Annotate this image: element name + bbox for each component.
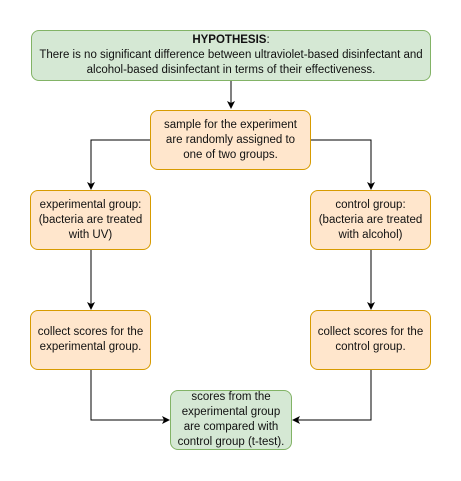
collect-experimental-text: collect scores for the experimental grou…: [37, 326, 144, 353]
edge-collect-control-to-compare: [292, 370, 372, 424]
control-group-node: control group: (bacteria are treated wit…: [310, 190, 431, 250]
hypothesis-node: HYPOTHESIS: There is no significant diff…: [31, 30, 431, 81]
sample-text: sample for the experiment are randomly a…: [164, 118, 297, 161]
edge-sample-to-control: [311, 139, 375, 190]
sample-node: sample for the experiment are randomly a…: [150, 110, 311, 170]
control-group-text: control group: (bacteria are treated wit…: [318, 198, 423, 241]
experimental-group-text: experimental group: (bacteria are treate…: [38, 198, 143, 241]
edge-collect-experimental-to-compare: [90, 370, 170, 424]
collect-experimental-node: collect scores for the experimental grou…: [30, 310, 151, 370]
compare-text: scores from the experimental group are c…: [177, 391, 285, 448]
collect-control-node: collect scores for the control group.: [310, 310, 431, 370]
hypothesis-title: HYPOTHESIS:: [192, 33, 269, 48]
hypothesis-title-colon: :: [266, 34, 270, 46]
edge-sample-to-experimental: [87, 139, 150, 190]
compare-node: scores from the experimental group are c…: [170, 390, 292, 450]
collect-control-text: collect scores for the control group.: [317, 326, 424, 353]
hypothesis-text: There is no significant difference betwe…: [39, 49, 423, 76]
experimental-group-node: experimental group: (bacteria are treate…: [30, 190, 151, 250]
hypothesis-title-text: HYPOTHESIS: [192, 34, 267, 46]
